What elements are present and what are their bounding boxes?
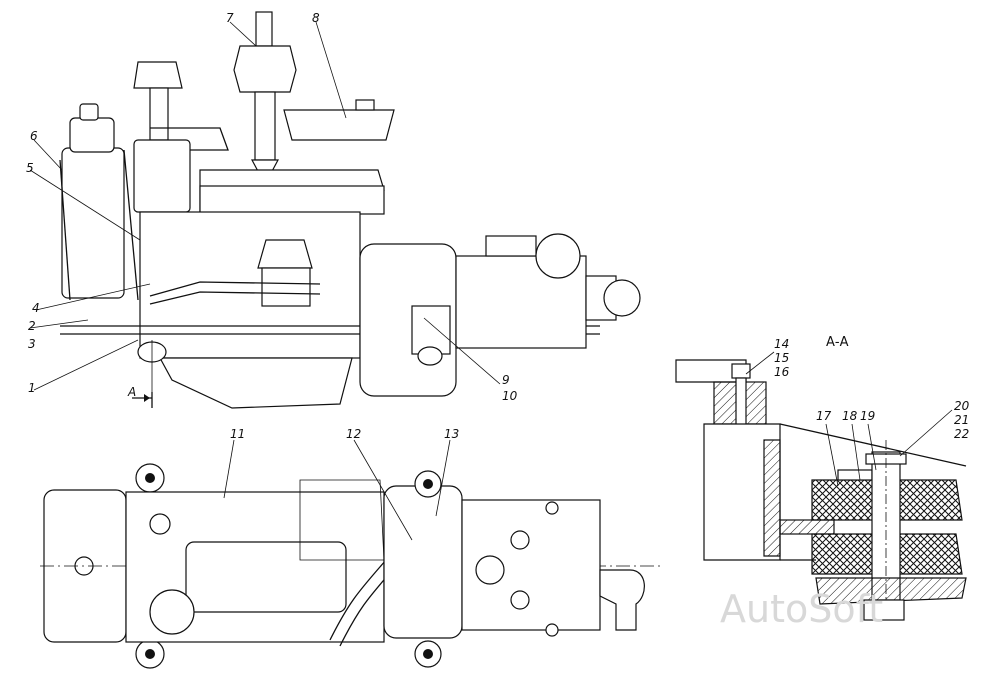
radiator-cap (79, 103, 99, 121)
view-arrow-label: А (127, 385, 136, 399)
callout-16: 16 (774, 365, 790, 379)
callout-7: 7 (226, 11, 234, 25)
callout-9: 9 (502, 373, 510, 387)
leader-lines-bottom (223, 439, 451, 541)
callout-19: 19 (860, 409, 875, 423)
engine-plan-view (40, 463, 660, 669)
leader-lines-section (745, 351, 953, 487)
callout-17: 17 (816, 409, 832, 423)
callout-15: 15 (774, 351, 789, 365)
oil-filter (257, 239, 313, 269)
callout-12: 12 (346, 427, 361, 441)
bottom-nut (863, 599, 905, 621)
output-elbow (599, 569, 645, 631)
engine-side-view: А (59, 11, 641, 409)
callout-18: 18 (842, 409, 858, 423)
watermark: AutoSoft (720, 587, 883, 631)
callout-4: 4 (32, 301, 40, 315)
callout-5: 5 (26, 161, 34, 175)
exhaust-silencer (233, 45, 297, 93)
callout-10: 10 (502, 389, 518, 403)
callout-20: 20 (954, 399, 970, 413)
callout-2: 2 (28, 319, 36, 333)
leader-lines-top (29, 21, 501, 391)
output-flange (603, 279, 641, 317)
bellhousing-plan (383, 485, 463, 639)
callout-6: 6 (30, 129, 38, 143)
oil-sump (158, 357, 353, 409)
callout-21: 21 (954, 413, 969, 427)
callout-13: 13 (444, 427, 459, 441)
callout-labels: 6 5 4 2 3 1 7 8 9 10 11 12 13 14 15 16 1… (26, 11, 970, 441)
section-title: А-А (826, 335, 849, 350)
callout-1: 1 (28, 381, 36, 395)
air-filter (133, 61, 183, 89)
radiator (61, 147, 125, 299)
section-a-a: А-А (675, 335, 967, 621)
oil-filter-plan (149, 589, 195, 635)
intake-housing (133, 139, 191, 213)
callout-14: 14 (774, 337, 789, 351)
callout-22: 22 (954, 427, 969, 441)
callout-11: 11 (230, 427, 245, 441)
engine-block (139, 211, 361, 359)
callout-3: 3 (28, 337, 36, 351)
radiator-tank (69, 117, 115, 153)
callout-8: 8 (312, 11, 320, 25)
oil-tank (283, 109, 395, 141)
